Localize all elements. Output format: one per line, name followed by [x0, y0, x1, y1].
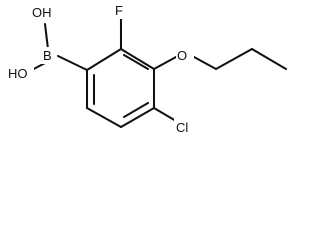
bond-b-oh-top [43, 22, 50, 51]
oxygen-label: O [177, 48, 187, 63]
label-background-ho-bottom [6, 65, 34, 82]
molecule-canvas: OH HO B F O Cl [6, 2, 288, 135]
bond-ring-1 [85, 47, 123, 72]
bond-b-ring [56, 54, 89, 72]
chlorine-label: Cl [176, 120, 188, 135]
label-background-chlorine [174, 117, 199, 135]
label-background-fluorine [113, 2, 129, 19]
hydroxyl-top-label: OH [32, 5, 52, 20]
bond-ring-5 [85, 106, 123, 129]
boron-label: B [43, 48, 52, 63]
bond-ring-4 [119, 106, 156, 129]
bond-ring-oxygen [152, 55, 178, 71]
bond-aromatic-inner-2 [122, 101, 150, 119]
bond-carbon-1-carbon-2 [214, 47, 254, 71]
bond-aromatic-inner-1 [122, 53, 150, 71]
bond-carbon-2-carbon-3 [250, 47, 288, 71]
label-background-oh-top [30, 4, 59, 21]
bond-oxygen-carbon-1 [192, 55, 218, 71]
label-background-boron [40, 47, 57, 64]
fluorine-label: F [115, 3, 123, 18]
bond-ring-chlorine [152, 106, 178, 123]
bonds [26, 16, 288, 129]
hydroxyl-bottom-label: HO [8, 66, 28, 81]
chemical-structure-diagram: OH HO B F O Cl [6, 2, 288, 135]
bond-ring-2 [119, 47, 156, 71]
atom-labels: OH HO B F O Cl [6, 2, 199, 135]
label-background-oxygen [176, 47, 194, 64]
